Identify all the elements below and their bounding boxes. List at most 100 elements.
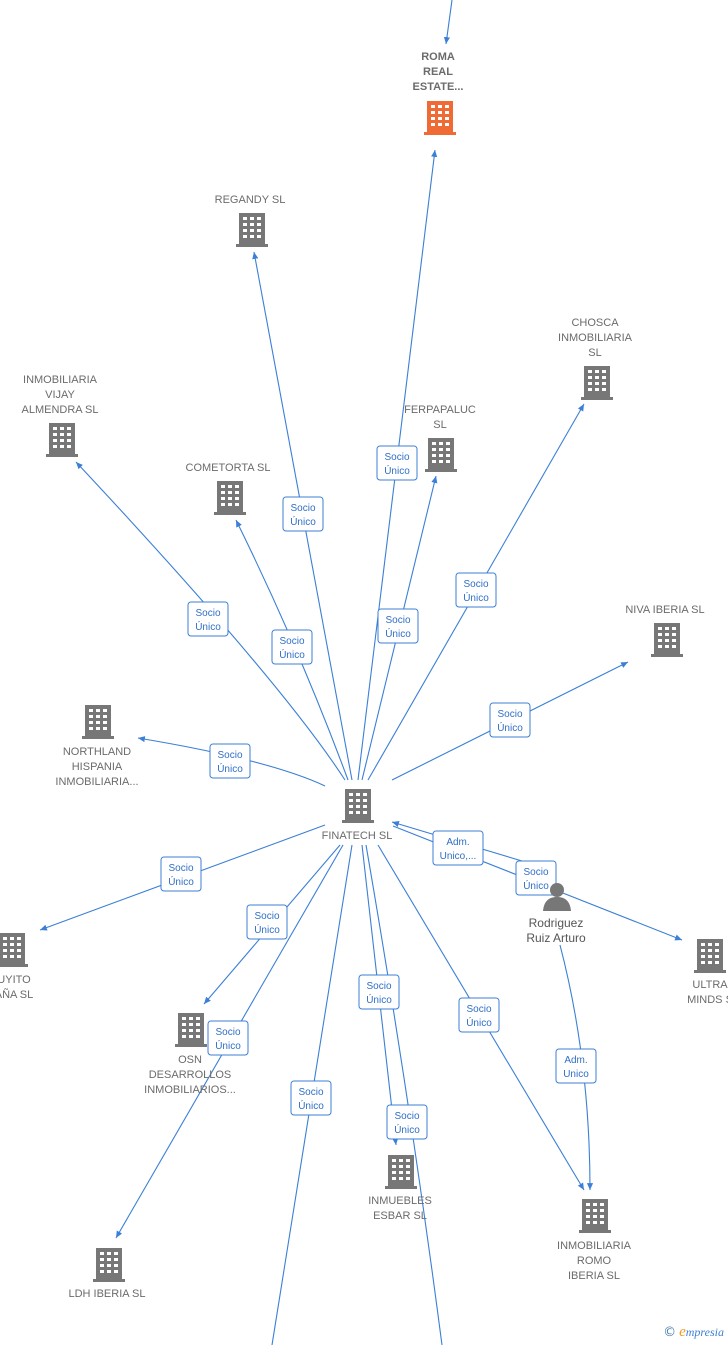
empresia-watermark: © empresia bbox=[663, 1324, 724, 1341]
badge-text: Único bbox=[290, 515, 316, 528]
node-label-line: SL bbox=[588, 347, 601, 359]
node-northland[interactable]: NORTHLANDHISPANIAINMOBILIARIA... bbox=[55, 705, 139, 788]
building-icon bbox=[425, 438, 457, 472]
node-label-line: UYITO bbox=[0, 974, 31, 986]
building-icon bbox=[0, 933, 28, 967]
node-label-line: INMOBILIARIA bbox=[558, 332, 633, 344]
node-label-line: FERPAPALUC bbox=[404, 404, 476, 416]
node-ldh[interactable]: LDH IBERIA SL bbox=[68, 1248, 146, 1300]
node-label-line: NORTHLAND bbox=[63, 746, 131, 758]
badge-text: Único bbox=[215, 1039, 241, 1052]
edge-badges: SocioÚnicoSocioÚnicoSocioÚnicoSocioÚnico… bbox=[160, 445, 597, 1140]
badge-text: Socio bbox=[215, 1027, 240, 1038]
badge-text: Único bbox=[523, 879, 549, 892]
badge-rodriguez-romo[interactable]: Adm.Unico bbox=[555, 1048, 597, 1084]
badge-box bbox=[160, 856, 202, 892]
node-niva[interactable]: NIVA IBERIA SL bbox=[625, 604, 705, 657]
badge-box bbox=[207, 1020, 249, 1056]
node-finatech[interactable]: FINATECH SL bbox=[322, 789, 393, 842]
node-label-line: OSN bbox=[178, 1054, 202, 1066]
node-regandy[interactable]: REGANDY SL bbox=[215, 194, 286, 247]
building-icon bbox=[93, 1248, 125, 1282]
node-label-line: COMETORTA SL bbox=[186, 462, 271, 474]
node-label-line: FINATECH SL bbox=[322, 830, 393, 842]
node-label-line: LDH IBERIA SL bbox=[68, 1288, 145, 1300]
badge-text: Socio bbox=[385, 615, 410, 626]
badge-text: Único bbox=[394, 1123, 420, 1136]
badge-box bbox=[386, 1104, 428, 1140]
node-osn[interactable]: OSNDESARROLLOSINMOBILIARIOS... bbox=[144, 1013, 236, 1096]
node-label-line: Rodriguez bbox=[529, 916, 584, 930]
badge-text: Socio bbox=[290, 503, 315, 514]
badge-text: Socio bbox=[497, 709, 522, 720]
node-label-line: HISPANIA bbox=[72, 761, 123, 773]
badge-text: Único bbox=[168, 875, 194, 888]
badge-text: Socio bbox=[384, 452, 409, 463]
node-roma[interactable]: ROMAREALESTATE... bbox=[413, 51, 464, 135]
building-icon bbox=[175, 1013, 207, 1047]
building-icon bbox=[46, 423, 78, 457]
node-label-line: Ruiz Arturo bbox=[526, 931, 586, 945]
badge-rodriguez-finatech[interactable]: Adm.Unico,... bbox=[432, 830, 484, 866]
badge-text: Socio bbox=[279, 636, 304, 647]
node-label-line: IBERIA SL bbox=[568, 1270, 620, 1282]
edge-finatech-northland[interactable] bbox=[137, 736, 326, 787]
node-label-line: REGANDY SL bbox=[215, 194, 286, 206]
node-uyito[interactable]: UYITOAÑA SL bbox=[0, 933, 33, 1001]
badge-text: Adm. bbox=[446, 837, 469, 848]
badge-text: Único bbox=[463, 591, 489, 604]
building-icon bbox=[424, 101, 456, 135]
edge-finatech-vijay[interactable] bbox=[75, 461, 346, 781]
badge-text: Socio bbox=[466, 1004, 491, 1015]
edge-finatech-bottom-right[interactable] bbox=[365, 844, 443, 1345]
badge-text: Socio bbox=[298, 1087, 323, 1098]
badge-box bbox=[209, 743, 251, 779]
badge-box bbox=[555, 1048, 597, 1084]
node-romo[interactable]: INMOBILIARIA ROMO IBERIA SL bbox=[557, 1199, 632, 1282]
node-label-line: REAL bbox=[423, 66, 453, 78]
badge-box bbox=[432, 830, 484, 866]
building-icon bbox=[385, 1155, 417, 1189]
node-cometorta[interactable]: COMETORTA SL bbox=[186, 462, 271, 515]
badge-box bbox=[376, 445, 418, 481]
badge-box bbox=[455, 572, 497, 608]
badge-text: Único bbox=[385, 627, 411, 640]
node-label-line: DESARROLLOS bbox=[149, 1069, 232, 1081]
edge-top-to-roma[interactable] bbox=[443, 0, 453, 45]
node-label-line: ROMA bbox=[421, 51, 455, 63]
building-icon bbox=[82, 705, 114, 739]
building-icon bbox=[694, 939, 726, 973]
node-label-line: VIJAY bbox=[45, 389, 75, 401]
badge-box bbox=[246, 904, 288, 940]
badge-text: Socio bbox=[168, 863, 193, 874]
node-label-line: INMOBILIARIA bbox=[557, 1240, 632, 1252]
badge-text: Único bbox=[466, 1016, 492, 1029]
node-label-line: ULTRA bbox=[692, 979, 728, 991]
node-label-line: ROMO bbox=[577, 1255, 612, 1267]
badge-text: Único bbox=[384, 464, 410, 477]
badge-text: Socio bbox=[217, 750, 242, 761]
